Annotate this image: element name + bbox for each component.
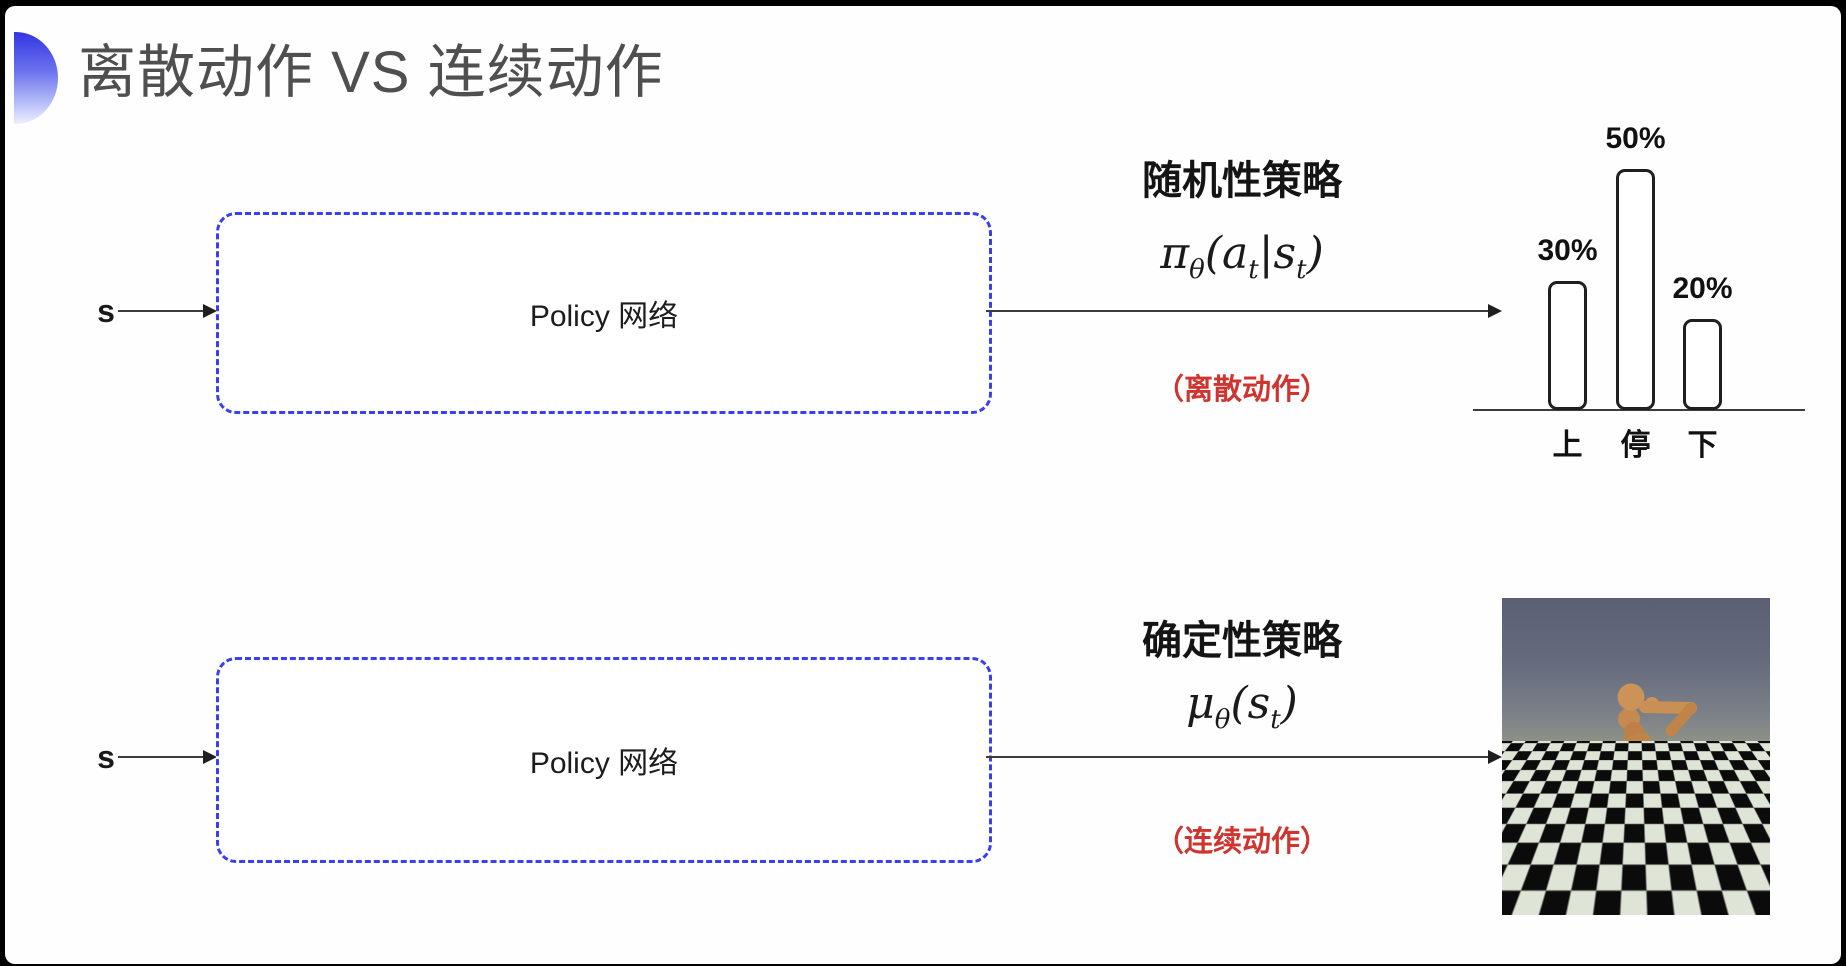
arrowhead-icon (1488, 304, 1502, 318)
formula-pi: π (1160, 228, 1190, 279)
arrow-line-box-to-output-bottom (986, 756, 1489, 758)
continuous-action-caption: （连续动作） (1154, 826, 1329, 858)
deterministic-policy-title: 确定性策略 (1142, 619, 1342, 663)
formula-theta-sub: θ (1214, 704, 1231, 735)
arrow-line-box-to-output-top (986, 310, 1489, 312)
bar-1 (1548, 281, 1587, 410)
arrowhead-icon (203, 304, 217, 318)
state-input-label-top: s (97, 293, 115, 329)
formula-t-sub: t (1296, 254, 1307, 285)
bar-2 (1616, 169, 1655, 410)
arrowhead-icon (1488, 750, 1502, 764)
formula-t-sub: t (1270, 704, 1281, 735)
bar-category-label: 停 (1620, 429, 1651, 462)
formula-close-paren: ) (1280, 678, 1298, 729)
formula-state-var: s (1247, 678, 1271, 729)
formula-open-paren: ( (1230, 678, 1248, 729)
formula-close-paren: ) (1306, 228, 1324, 279)
policy-network-box-top: Policy 网络 (216, 212, 992, 414)
humanoid-figure (1552, 683, 1702, 910)
bar-value-label: 20% (1672, 272, 1733, 305)
bar-3 (1683, 319, 1722, 410)
bar-value-label: 50% (1605, 122, 1666, 155)
policy-network-label-top: Policy 网络 (529, 300, 679, 333)
stochastic-policy-formula: πθ(at|st) (1042, 232, 1442, 283)
policy-network-label-bottom: Policy 网络 (529, 747, 679, 780)
bar-category-label: 上 (1552, 429, 1583, 462)
formula-mu: μ (1186, 678, 1215, 729)
humanoid-simulation-image (1502, 598, 1770, 915)
arrow-line-s-to-box-top (118, 310, 204, 312)
stochastic-policy-title: 随机性策略 (1142, 159, 1342, 203)
deterministic-policy-formula: μθ(st) (1042, 682, 1442, 733)
policy-network-box-bottom: Policy 网络 (216, 657, 992, 863)
bar-value-label: 30% (1537, 234, 1598, 267)
discrete-action-caption: （离散动作） (1154, 374, 1329, 406)
formula-t-sub: t (1248, 254, 1259, 285)
page-title: 离散动作 VS 连续动作 (78, 40, 664, 105)
formula-action-var: a (1222, 228, 1249, 279)
formula-conditional-bar: | (1258, 228, 1274, 279)
formula-theta-sub: θ (1189, 254, 1205, 285)
formula-state-var: s (1273, 228, 1297, 279)
accent-halfcircle-icon (14, 32, 58, 124)
chart-baseline (1473, 409, 1805, 411)
arrowhead-icon (203, 750, 217, 764)
state-input-label-bottom: s (97, 739, 115, 775)
bar-category-label: 下 (1687, 429, 1718, 462)
formula-open-paren: ( (1204, 228, 1222, 279)
arrow-line-s-to-box-bottom (118, 756, 204, 758)
